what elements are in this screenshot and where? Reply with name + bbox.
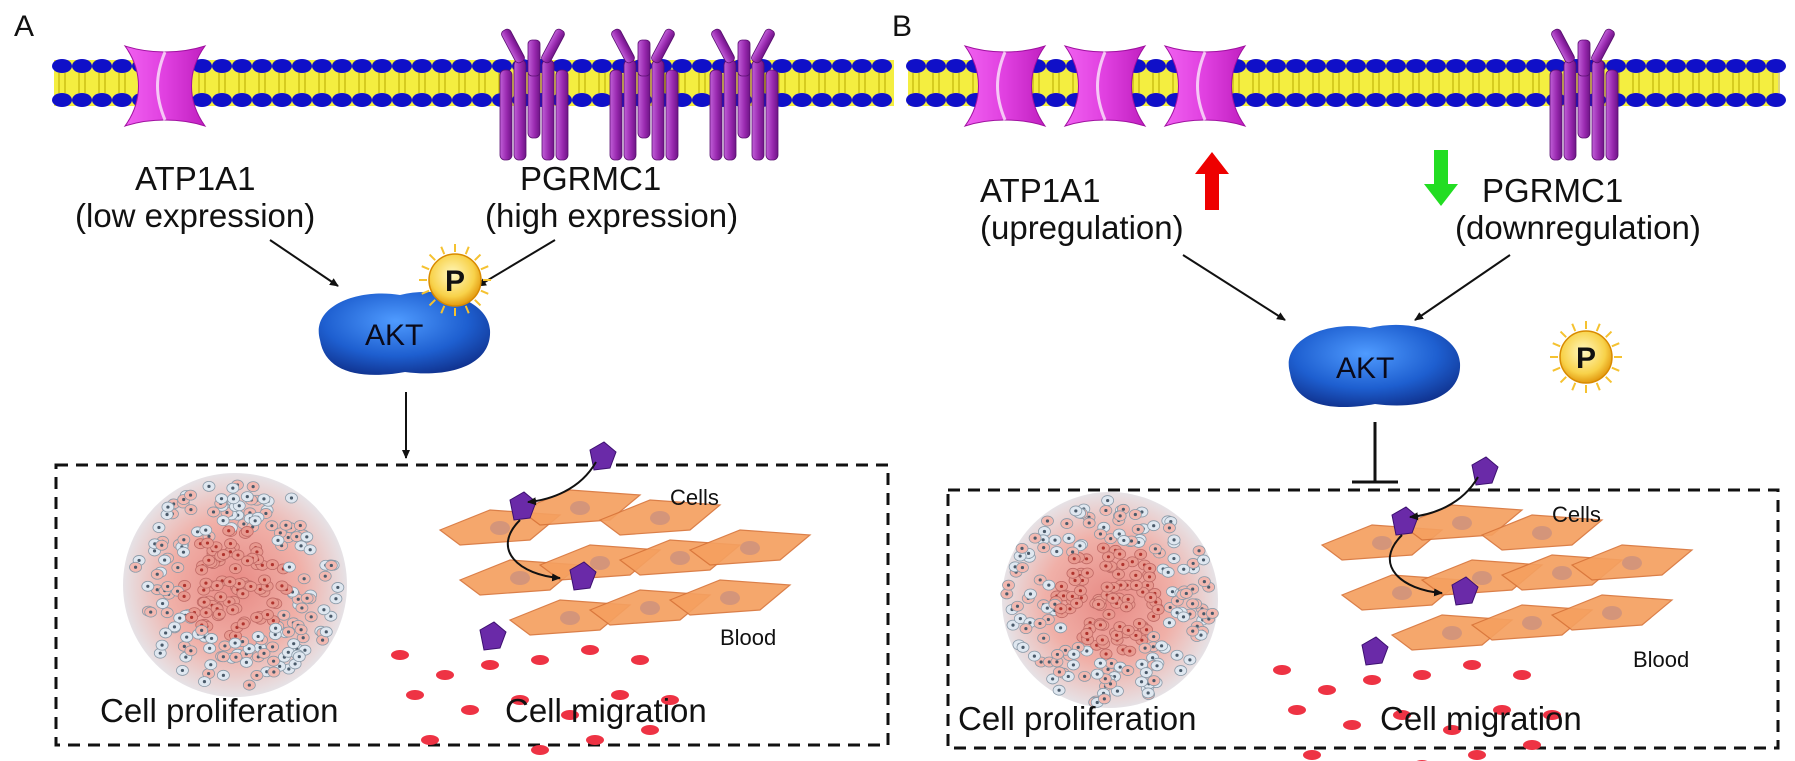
pgrmc1-label: PGRMC1 [520,160,661,197]
activation-arrow [1182,254,1286,321]
proliferation-caption: Cell proliferation [958,700,1196,737]
phospho-label: P [445,265,465,298]
cells-label: Cells [670,485,719,510]
sun-badge-icon: P [1550,321,1622,393]
panel-b: B ATP1A1 (upregulation) PGRMC1 (downreg [892,10,1786,761]
proliferation-caption: Cell proliferation [100,692,338,729]
phospholipid-heads [52,59,892,107]
atp1a1-channel-icon [1163,45,1247,127]
pgrmc1-receptor-icon [609,28,679,161]
t-bar-inhibition-icon [1352,422,1398,484]
atp1a1-channel-icon [963,45,1047,127]
atp1a1-label: ATP1A1 [980,172,1100,209]
akt-label: AKT [365,319,423,352]
atp1a1-status: (upregulation) [980,209,1184,246]
pgrmc1-label: PGRMC1 [1482,172,1623,209]
activation-arrow [269,239,339,287]
pgrmc1-status: (downregulation) [1455,209,1701,246]
panel-a: A ATP1A1 (low expression) PGRMC1 (high e… [14,10,894,755]
outcome-box [54,463,890,747]
activation-arrow [477,239,556,287]
sun-badge-icon: P [419,244,491,316]
cell-membrane [906,59,1786,107]
migration-scene [1273,456,1694,761]
pgrmc1-status: (high expression) [485,197,738,234]
akt-kinase: AKT [318,291,491,375]
tumor-cluster [123,473,347,697]
blood-label: Blood [720,625,776,650]
tumor-cluster [1000,492,1219,708]
panel-label-a: A [14,10,34,43]
pgrmc1-receptor-icon [1549,28,1619,161]
atp1a1-label: ATP1A1 [135,160,255,197]
panel-label-b: B [892,10,912,43]
migration-scene [391,441,812,755]
atp1a1-channel-icon [1063,45,1147,127]
cells-label: Cells [1552,502,1601,527]
atp1a1-status: (low expression) [75,197,315,234]
activation-arrow [1414,254,1511,321]
akt-label: AKT [1336,352,1394,385]
outcome-box [946,488,1780,750]
green-down-arrow-icon [1424,150,1458,206]
blood-label: Blood [1633,647,1689,672]
atp1a1-channel-icon [123,45,207,127]
akt-kinase: AKT [1288,324,1461,408]
red-up-arrow-icon [1195,152,1229,210]
pgrmc1-receptor-icon [709,28,779,161]
migration-caption: Cell migration [1380,700,1582,737]
migration-caption: Cell migration [505,692,707,729]
phospho-label: P [1576,342,1596,375]
pgrmc1-receptor-icon [499,28,569,161]
